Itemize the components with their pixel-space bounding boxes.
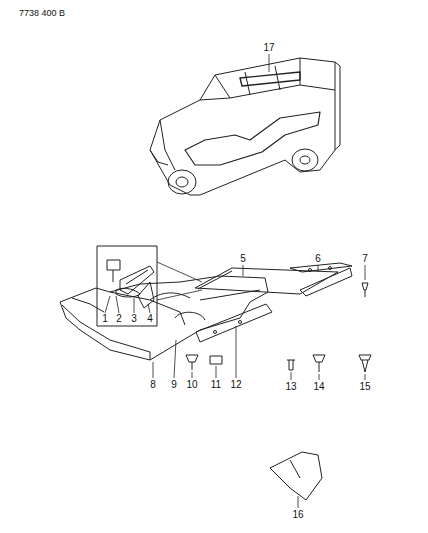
callout-number: 9: [170, 380, 178, 390]
callout-number: 13: [284, 382, 297, 392]
floor-mat: [270, 452, 322, 500]
callout-number: 12: [229, 380, 242, 390]
callout-number: 17: [262, 43, 275, 53]
callout-number: 1: [101, 314, 109, 324]
callout-number: 11: [210, 380, 222, 390]
fasteners: [186, 283, 371, 372]
rear-carpet: [195, 263, 352, 296]
callout-number: 4: [146, 314, 154, 324]
vehicle-outline: [150, 58, 340, 195]
callout-number: 2: [115, 314, 123, 324]
callout-number: 6: [314, 254, 322, 264]
callout-number: 7: [361, 254, 369, 264]
callout-number: 15: [358, 382, 371, 392]
drawing-code: 7738 400 B: [18, 9, 66, 18]
floor-carpet: [60, 276, 272, 360]
inset-box: [97, 246, 202, 326]
callout-number: 5: [239, 254, 247, 264]
callout-number: 10: [185, 380, 198, 390]
callout-number: 16: [291, 510, 304, 520]
callout-number: 3: [130, 314, 138, 324]
callout-number: 8: [149, 380, 157, 390]
leader-lines: [105, 54, 365, 508]
callout-number: 14: [312, 382, 325, 392]
